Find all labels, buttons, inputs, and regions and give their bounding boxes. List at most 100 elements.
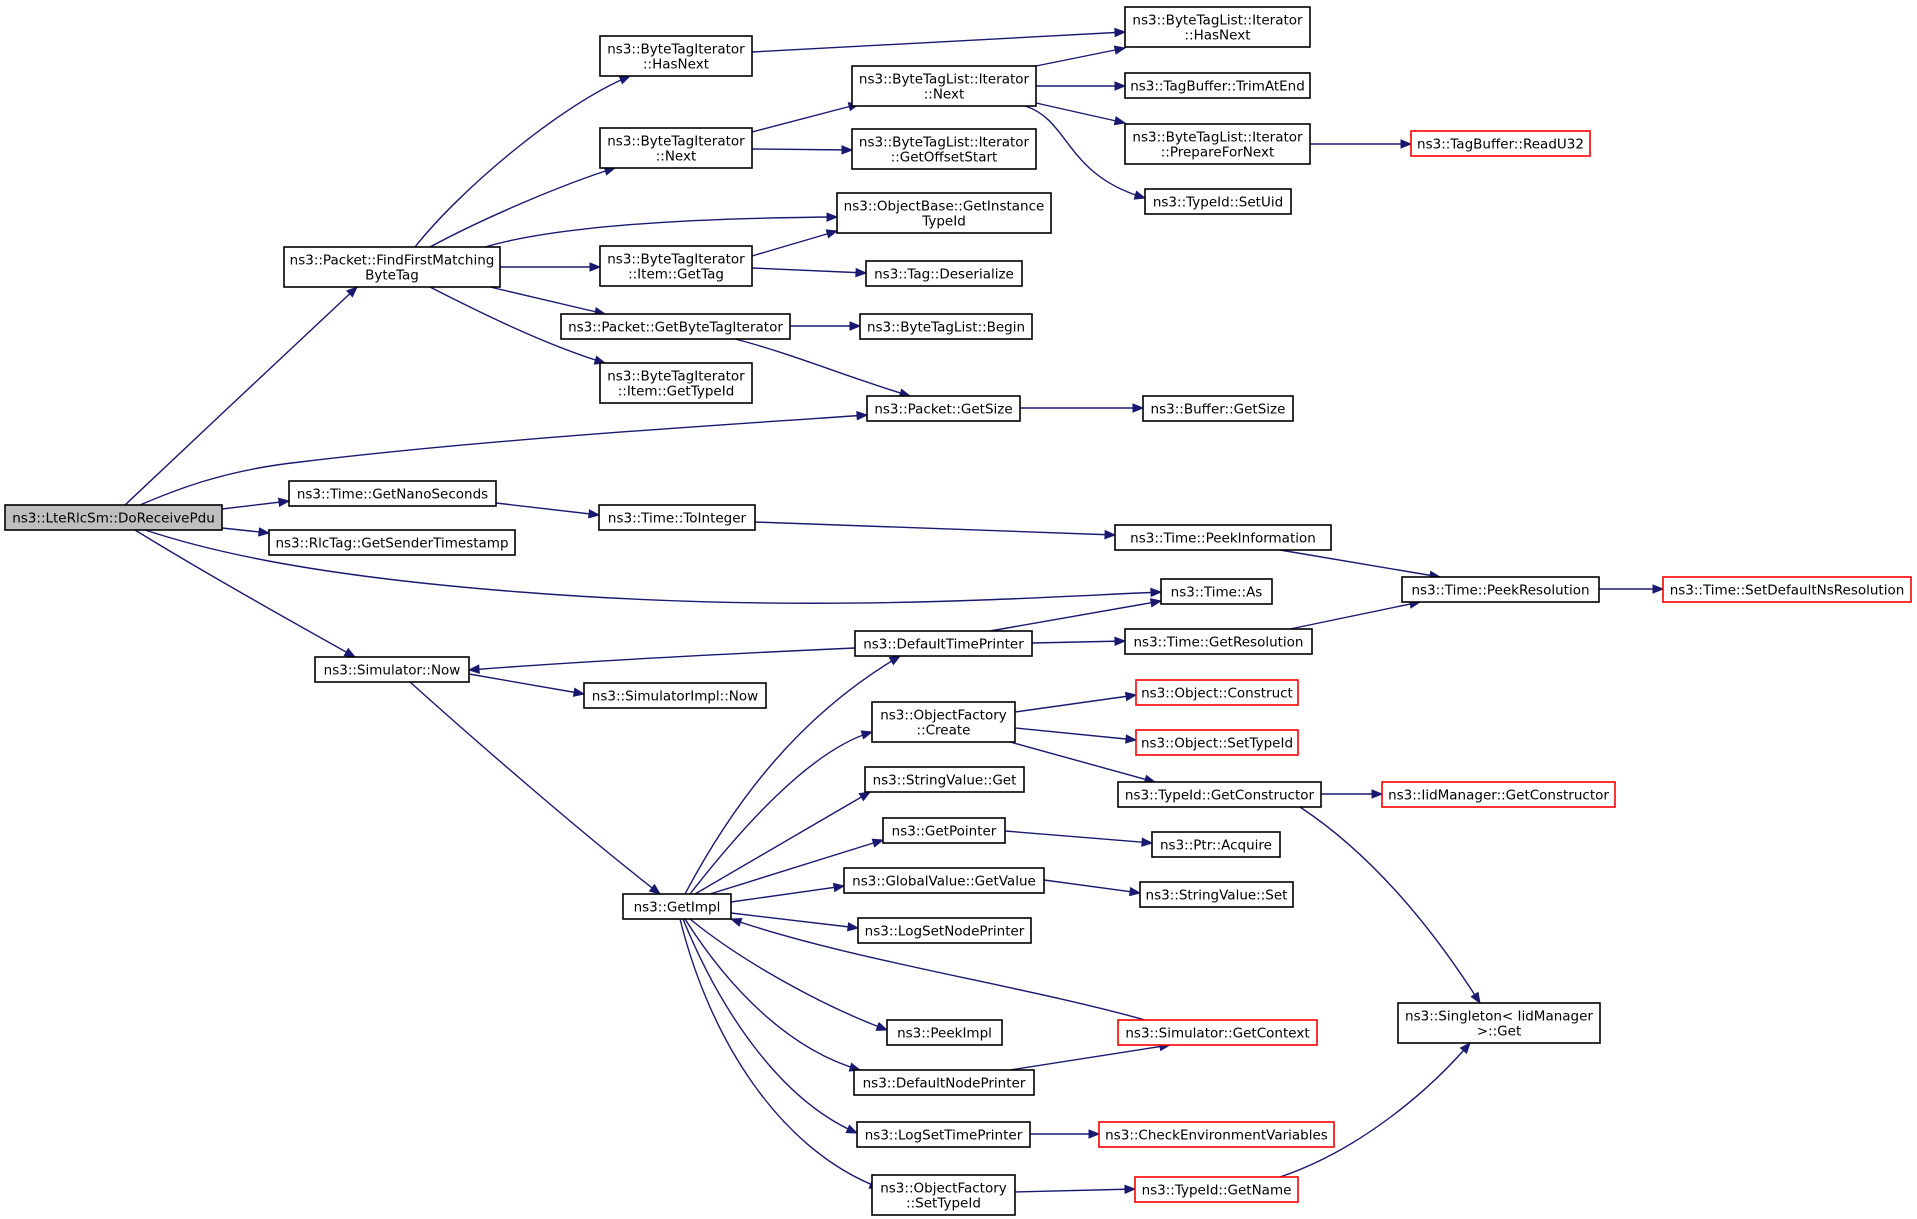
node-box[interactable]: [599, 35, 753, 77]
graph-node-n38[interactable]: ns3::GlobalValue::GetValue: [843, 867, 1045, 894]
node-box[interactable]: [4, 504, 223, 531]
node-box[interactable]: [1144, 188, 1292, 215]
graph-node-n23[interactable]: ns3::Time::SetDefaultNsResolution: [1662, 576, 1912, 603]
graph-node-n27[interactable]: ns3::SimulatorImpl::Now: [583, 682, 767, 709]
node-box[interactable]: [560, 313, 791, 340]
node-box[interactable]: [851, 128, 1037, 170]
graph-node-n15[interactable]: ns3::ByteTagList::Begin: [859, 313, 1033, 340]
graph-node-n26[interactable]: ns3::Simulator::Now: [314, 656, 470, 683]
node-box[interactable]: [283, 246, 501, 288]
graph-node-n43[interactable]: ns3::Simulator::GetContext: [1117, 1019, 1318, 1046]
node-box[interactable]: [1135, 679, 1299, 706]
node-box[interactable]: [599, 127, 753, 169]
node-box[interactable]: [1410, 130, 1591, 157]
graph-node-n40[interactable]: ns3::GetImpl: [622, 893, 732, 920]
graph-node-n49[interactable]: ns3::TypeId::GetName: [1134, 1176, 1299, 1203]
node-box[interactable]: [854, 630, 1033, 657]
graph-node-n39[interactable]: ns3::StringValue::Set: [1139, 881, 1294, 908]
node-box[interactable]: [864, 766, 1025, 793]
node-box[interactable]: [1124, 628, 1313, 655]
graph-node-n4[interactable]: ns3::ByteTagIterator::Next: [599, 127, 753, 169]
graph-node-n3[interactable]: ns3::ByteTagList::Iterator::HasNext: [1124, 6, 1311, 48]
graph-node-n17[interactable]: ns3::Packet::GetSize: [866, 395, 1021, 422]
node-box[interactable]: [1117, 1019, 1318, 1046]
node-box[interactable]: [1160, 578, 1273, 605]
node-box[interactable]: [1117, 781, 1322, 808]
graph-node-n22[interactable]: ns3::Time::PeekResolution: [1401, 576, 1600, 603]
node-box[interactable]: [1124, 72, 1311, 99]
graph-node-n16[interactable]: ns3::ByteTagIterator::Item::GetTypeId: [599, 362, 753, 404]
node-box[interactable]: [1397, 1002, 1601, 1044]
graph-node-n9[interactable]: ns3::TypeId::SetUid: [1144, 188, 1292, 215]
node-box[interactable]: [1134, 1176, 1299, 1203]
graph-node-n44[interactable]: ns3::Singleton< IidManager >::Get: [1397, 1002, 1601, 1044]
graph-node-n19[interactable]: ns3::Time::GetNanoSeconds: [288, 480, 497, 507]
node-box[interactable]: [843, 867, 1045, 894]
graph-node-n8[interactable]: ns3::TagBuffer::ReadU32: [1410, 130, 1591, 157]
graph-node-n20[interactable]: ns3::Time::ToInteger: [598, 504, 756, 531]
node-box[interactable]: [856, 1121, 1031, 1148]
graph-node-n34[interactable]: ns3::IidManager::GetConstructor: [1381, 781, 1616, 808]
node-box[interactable]: [851, 65, 1037, 107]
graph-node-n25[interactable]: ns3::Time::As: [1160, 578, 1273, 605]
graph-node-n37[interactable]: ns3::Ptr::Acquire: [1151, 831, 1281, 858]
graph-node-n46[interactable]: ns3::LogSetTimePrinter: [856, 1121, 1031, 1148]
node-box[interactable]: [622, 893, 732, 920]
node-box[interactable]: [268, 529, 516, 556]
graph-node-n42[interactable]: ns3::PeekImpl: [886, 1019, 1003, 1046]
graph-node-n12[interactable]: ns3::ByteTagIterator::Item::GetTag: [599, 245, 753, 287]
graph-node-n29[interactable]: ns3::Time::GetResolution: [1124, 628, 1313, 655]
node-box[interactable]: [1401, 576, 1600, 603]
node-box[interactable]: [1381, 781, 1616, 808]
graph-node-n41[interactable]: ns3::LogSetNodePrinter: [857, 917, 1032, 944]
graph-node-n45[interactable]: ns3::DefaultNodePrinter: [853, 1069, 1035, 1096]
node-box[interactable]: [1124, 123, 1311, 165]
graph-node-n47[interactable]: ns3::CheckEnvironmentVariables: [1098, 1121, 1335, 1148]
graph-node-n10[interactable]: ns3::ByteTagList::Iterator::GetOffsetSta…: [851, 128, 1037, 170]
graph-node-n33[interactable]: ns3::TypeId::GetConstructor: [1117, 781, 1322, 808]
node-box[interactable]: [1139, 881, 1294, 908]
node-box[interactable]: [871, 1174, 1016, 1216]
graph-node-n7[interactable]: ns3::ByteTagList::Iterator::PrepareForNe…: [1124, 123, 1311, 165]
node-box[interactable]: [314, 656, 470, 683]
graph-node-n32[interactable]: ns3::Object::SetTypeId: [1135, 729, 1299, 756]
node-box[interactable]: [1098, 1121, 1335, 1148]
graph-node-n6[interactable]: ns3::TagBuffer::TrimAtEnd: [1124, 72, 1311, 99]
node-box[interactable]: [836, 192, 1052, 234]
node-box[interactable]: [599, 362, 753, 404]
node-box[interactable]: [598, 504, 756, 531]
node-box[interactable]: [865, 260, 1023, 287]
node-box[interactable]: [859, 313, 1033, 340]
graph-node-n31[interactable]: ns3::Object::Construct: [1135, 679, 1299, 706]
node-box[interactable]: [853, 1069, 1035, 1096]
node-box[interactable]: [1151, 831, 1281, 858]
graph-node-n35[interactable]: ns3::StringValue::Get: [864, 766, 1025, 793]
node-box[interactable]: [288, 480, 497, 507]
graph-node-n28[interactable]: ns3::DefaultTimePrinter: [854, 630, 1033, 657]
node-box[interactable]: [1114, 524, 1332, 551]
node-box[interactable]: [886, 1019, 1003, 1046]
node-box[interactable]: [866, 395, 1021, 422]
node-box[interactable]: [1142, 395, 1294, 422]
node-box[interactable]: [871, 701, 1016, 743]
graph-node-n30[interactable]: ns3::ObjectFactory::Create: [871, 701, 1016, 743]
graph-node-n0[interactable]: ns3::LteRlcSm::DoReceivePdu: [4, 504, 223, 531]
node-box[interactable]: [599, 245, 753, 287]
node-box[interactable]: [583, 682, 767, 709]
graph-node-n36[interactable]: ns3::GetPointer: [882, 817, 1006, 844]
node-box[interactable]: [882, 817, 1006, 844]
node-box[interactable]: [857, 917, 1032, 944]
graph-node-n14[interactable]: ns3::Packet::GetByteTagIterator: [560, 313, 791, 340]
node-box[interactable]: [1662, 576, 1912, 603]
graph-node-n24[interactable]: ns3::RlcTag::GetSenderTimestamp: [268, 529, 516, 556]
graph-node-n21[interactable]: ns3::Time::PeekInformation: [1114, 524, 1332, 551]
graph-node-n18[interactable]: ns3::Buffer::GetSize: [1142, 395, 1294, 422]
node-box[interactable]: [1124, 6, 1311, 48]
graph-node-n48[interactable]: ns3::ObjectFactory::SetTypeId: [871, 1174, 1016, 1216]
graph-node-n2[interactable]: ns3::ByteTagIterator::HasNext: [599, 35, 753, 77]
graph-node-n5[interactable]: ns3::ByteTagList::Iterator::Next: [851, 65, 1037, 107]
node-box[interactable]: [1135, 729, 1299, 756]
graph-node-n13[interactable]: ns3::Tag::Deserialize: [865, 260, 1023, 287]
